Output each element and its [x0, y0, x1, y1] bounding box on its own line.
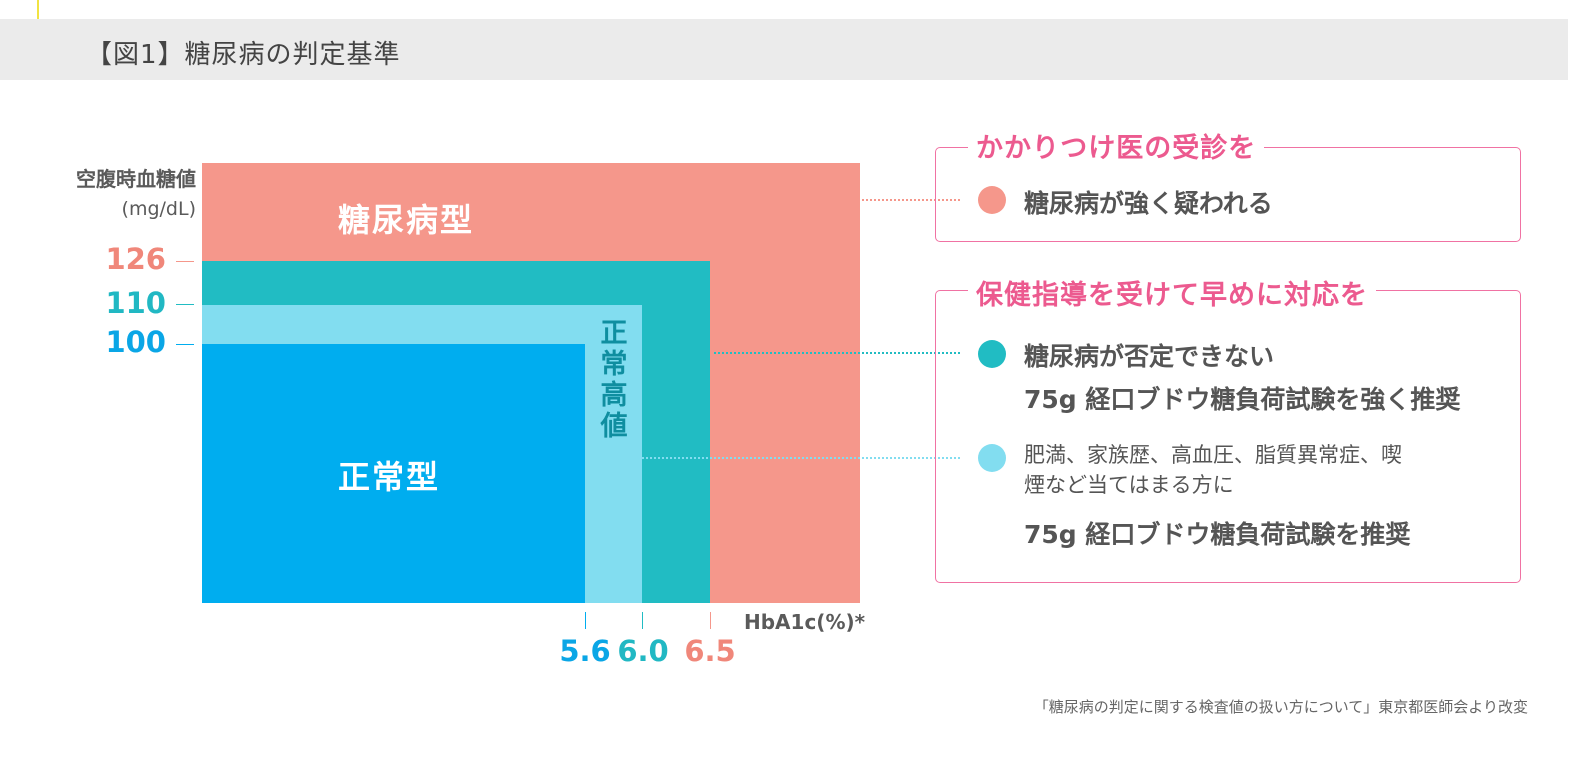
x-axis-label: HbA1c(%)* — [744, 610, 866, 634]
y-tick-110: 110 — [105, 286, 166, 320]
y-tick-100: 100 — [105, 325, 166, 359]
zone-normal — [202, 344, 585, 603]
connector-high-normal — [642, 457, 960, 459]
y-tick-mark-100 — [176, 344, 194, 345]
x-tick-mark-5-6 — [585, 612, 586, 629]
bullet-diabetes — [978, 186, 1006, 214]
bullet-borderline — [978, 340, 1006, 368]
y-tick-126: 126 — [105, 242, 166, 276]
zone-label-normal: 正常型 — [338, 458, 441, 496]
box2-item1-line1: 糖尿病が否定できない — [1024, 342, 1275, 371]
y-axis-label: 空腹時血糖値 (mg/dL) — [30, 164, 196, 224]
x-tick-6-5: 6.5 — [684, 634, 736, 668]
x-tick-mark-6-5 — [710, 612, 711, 629]
source-note: 「糖尿病の判定に関する検査値の扱い方について」東京都医師会より改変 — [1033, 698, 1528, 716]
box1-item: 糖尿病が強く疑われる — [1024, 189, 1273, 218]
y-axis-title: 空腹時血糖値 — [76, 167, 196, 191]
box2-item1-line2: 75g 経口ブドウ糖負荷試験を強く推奨 — [1024, 385, 1461, 414]
y-tick-mark-110 — [176, 304, 194, 305]
zone-label-high-normal: 正常高値 — [600, 318, 628, 442]
header-bar — [0, 19, 1568, 80]
box2-item2-line3: 75g 経口ブドウ糖負荷試験を推奨 — [1024, 520, 1411, 549]
box2-item2-line1: 肥満、家族歴、高血圧、脂質異常症、喫 — [1024, 443, 1402, 467]
x-tick-mark-6-0 — [642, 612, 643, 629]
x-tick-6-0: 6.0 — [617, 634, 669, 668]
x-tick-5-6: 5.6 — [559, 634, 611, 668]
connector-borderline — [714, 352, 960, 354]
zone-label-diabetes: 糖尿病型 — [338, 201, 475, 239]
box2-item2-line2: 煙など当てはまる方に — [1024, 473, 1234, 497]
connector-diabetes — [862, 199, 960, 201]
y-axis-unit: (mg/dL) — [121, 198, 196, 220]
figure-title: 【図1】糖尿病の判定基準 — [86, 40, 401, 70]
box2-title: 保健指導を受けて早めに対応を — [968, 273, 1376, 312]
box1-title: かかりつけ医の受診を — [968, 126, 1265, 165]
y-tick-mark-126 — [176, 261, 194, 262]
bullet-high-normal — [978, 444, 1006, 472]
